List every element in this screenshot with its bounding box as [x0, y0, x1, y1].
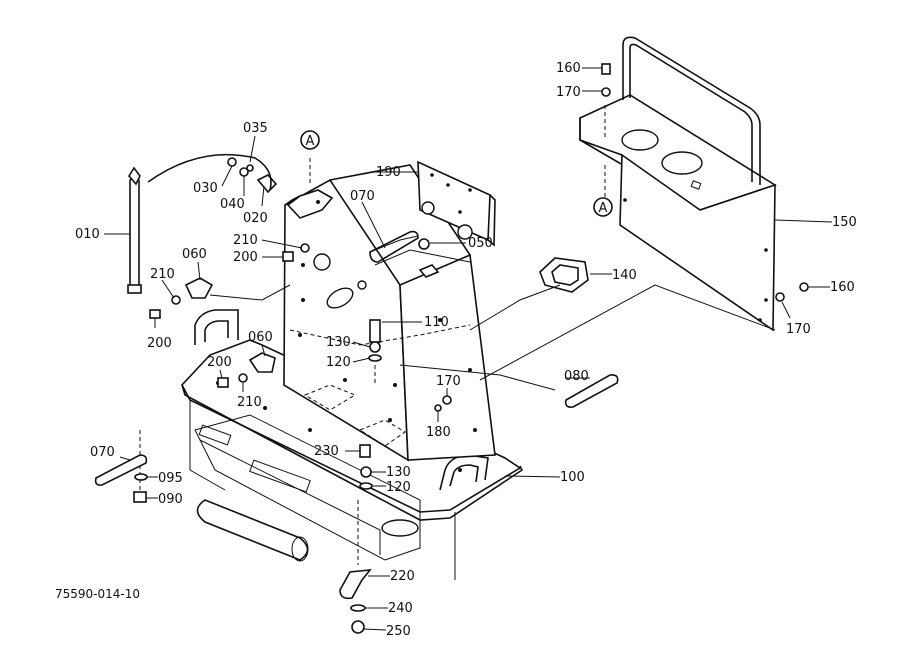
callout-090: 090 [158, 492, 183, 507]
rod-part [127, 166, 142, 294]
callout-200-upper: 200 [233, 250, 258, 265]
callout-190: 190 [376, 165, 401, 180]
reference-mark-a-top: A [300, 130, 320, 150]
callout-170-right: 170 [786, 322, 811, 337]
callout-120-lower: 120 [386, 480, 411, 495]
main-tower-body [283, 164, 496, 462]
callout-035: 035 [243, 121, 268, 136]
upper-bracket-panel [417, 160, 496, 247]
callout-labels: 010 035 030 040 020 190 070 050 210 200 … [75, 61, 857, 639]
cable-arc [147, 153, 272, 191]
top-connector-bracket [256, 174, 334, 219]
callout-210-lower: 210 [237, 395, 262, 410]
handle-part [539, 257, 589, 293]
callout-060-upper: 060 [182, 247, 207, 262]
callout-230: 230 [314, 444, 339, 459]
reference-mark-a-right: A [593, 197, 613, 217]
callout-030: 030 [193, 181, 218, 196]
callout-060-lower: 060 [248, 330, 273, 345]
figure-reference-number: 75590-014-10 [55, 587, 141, 601]
callout-050: 050 [468, 236, 493, 251]
callout-120-mid: 120 [326, 355, 351, 370]
callout-070-lower: 070 [90, 445, 115, 460]
callout-010: 010 [75, 227, 100, 242]
callout-240: 240 [388, 601, 413, 616]
callout-080: 080 [564, 369, 589, 384]
callout-130-mid: 130 [326, 335, 351, 350]
clip-part [339, 500, 372, 600]
grip-handle-upper [369, 230, 419, 263]
callout-070-upper: 070 [350, 189, 375, 204]
leader-lines [104, 67, 833, 631]
guide-lines [209, 105, 776, 391]
pins [94, 374, 619, 486]
callout-210-upper: 210 [233, 233, 258, 248]
callout-020: 020 [243, 211, 268, 226]
callout-040: 040 [220, 197, 245, 212]
callout-170-top: 170 [556, 85, 581, 100]
callout-130-lower: 130 [386, 465, 411, 480]
callout-160-right: 160 [830, 280, 855, 295]
svg-text:A: A [306, 134, 315, 149]
callout-095: 095 [158, 471, 183, 486]
rear-cover-part [579, 36, 809, 332]
callout-170-mid: 170 [436, 374, 461, 389]
callout-160-top: 160 [556, 61, 581, 76]
callout-140: 140 [612, 268, 637, 283]
callout-150: 150 [832, 215, 857, 230]
callout-100: 100 [560, 470, 585, 485]
callout-200-left: 200 [147, 336, 172, 351]
svg-text:A: A [599, 201, 608, 216]
callout-110: 110 [424, 315, 449, 330]
callout-210-left: 210 [150, 267, 175, 282]
callout-200-lower: 200 [207, 355, 232, 370]
callout-220: 220 [390, 569, 415, 584]
callout-250: 250 [386, 624, 411, 639]
callout-180: 180 [426, 425, 451, 440]
